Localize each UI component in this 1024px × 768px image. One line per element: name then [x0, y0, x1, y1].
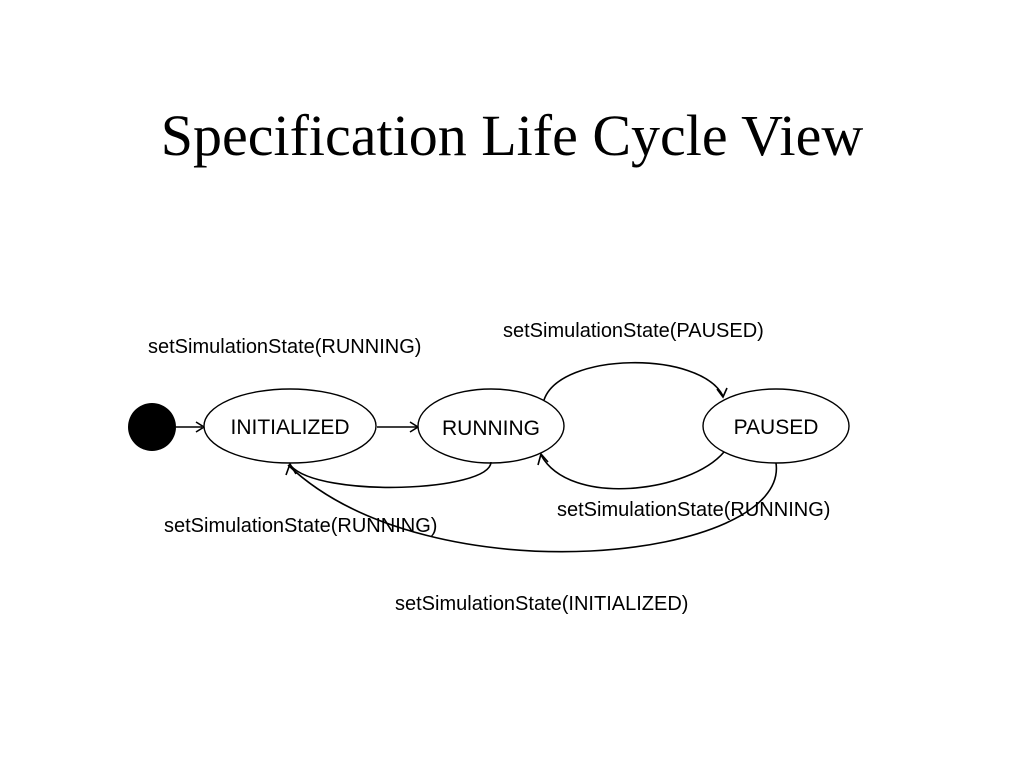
- state-running-label: RUNNING: [442, 417, 540, 440]
- transition-label-running-to-initialized: setSimulationState(RUNNING): [164, 515, 437, 537]
- transition-running-to-initialized: [290, 461, 492, 489]
- transition-paused-to-initialized: [287, 462, 777, 553]
- transition-label-paused-to-running: setSimulationState(RUNNING): [557, 499, 830, 521]
- transition-running-to-paused: [543, 361, 724, 401]
- transition-label-running-top: setSimulationState(RUNNING): [148, 336, 421, 358]
- transition-running-to-paused-arrowhead: [716, 387, 728, 399]
- transition-label-paused-to-initialized: setSimulationState(INITIALIZED): [395, 593, 688, 615]
- transition-paused-to-running-arrowhead: [537, 452, 549, 466]
- state-initialized-label: INITIALIZED: [230, 416, 349, 439]
- transition-paused-to-running: [540, 451, 725, 490]
- transition-label-running-to-paused: setSimulationState(PAUSED): [503, 320, 764, 342]
- slide-title: Specification Life Cycle View: [160, 103, 864, 168]
- initial-state-node: [128, 403, 176, 451]
- state-paused-label: PAUSED: [734, 416, 819, 439]
